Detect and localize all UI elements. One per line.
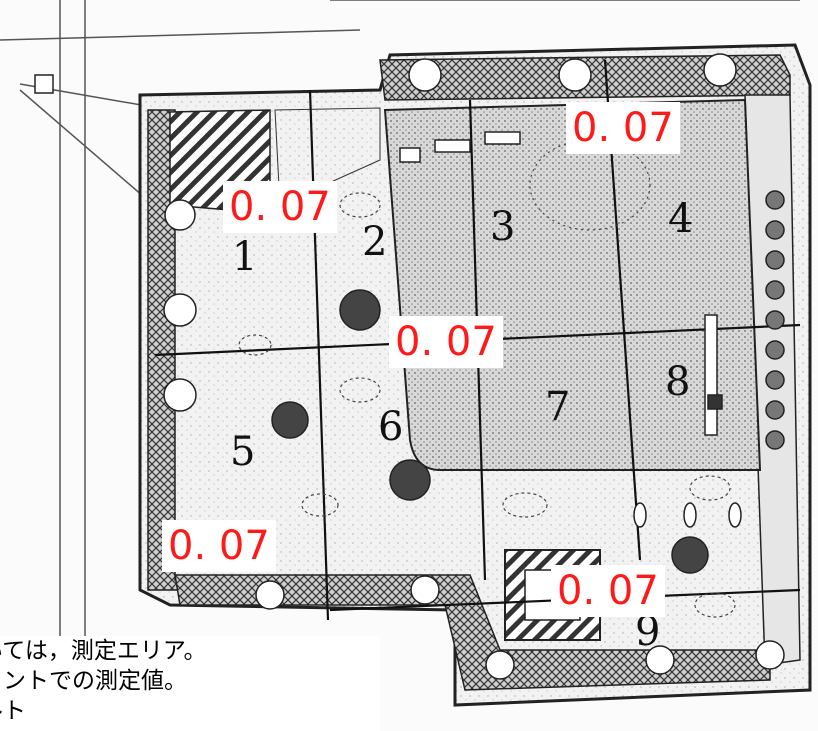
caption-line: ルト	[0, 698, 26, 724]
measurement-label: 0. 07	[566, 102, 680, 154]
area-number-8: 8	[665, 359, 690, 405]
measurement-label: 0. 07	[223, 181, 337, 233]
lawn-markers	[238, 139, 736, 618]
measurement-label: 0. 07	[389, 316, 503, 368]
hedge-borders	[147, 54, 801, 691]
area-number-4: 4	[668, 196, 693, 242]
caption-line: いては，測定エリア。	[0, 638, 207, 664]
area-number-3: 3	[490, 204, 515, 250]
area-number-5: 5	[230, 429, 255, 475]
area-number-2: 2	[362, 219, 387, 265]
caption-box: いては，測定エリア。 イントでの測定値。 ルト	[0, 636, 380, 731]
dotted-plaza	[383, 98, 762, 471]
area-number-1: 1	[232, 234, 257, 280]
measurement-label: 0. 07	[162, 520, 276, 572]
caption-line: イントでの測定値。	[0, 668, 187, 694]
trees	[163, 53, 785, 680]
fixtures	[34, 74, 742, 528]
measurement-label: 0. 07	[551, 565, 665, 617]
area-number-7: 7	[545, 384, 570, 430]
area-number-6: 6	[378, 404, 403, 450]
